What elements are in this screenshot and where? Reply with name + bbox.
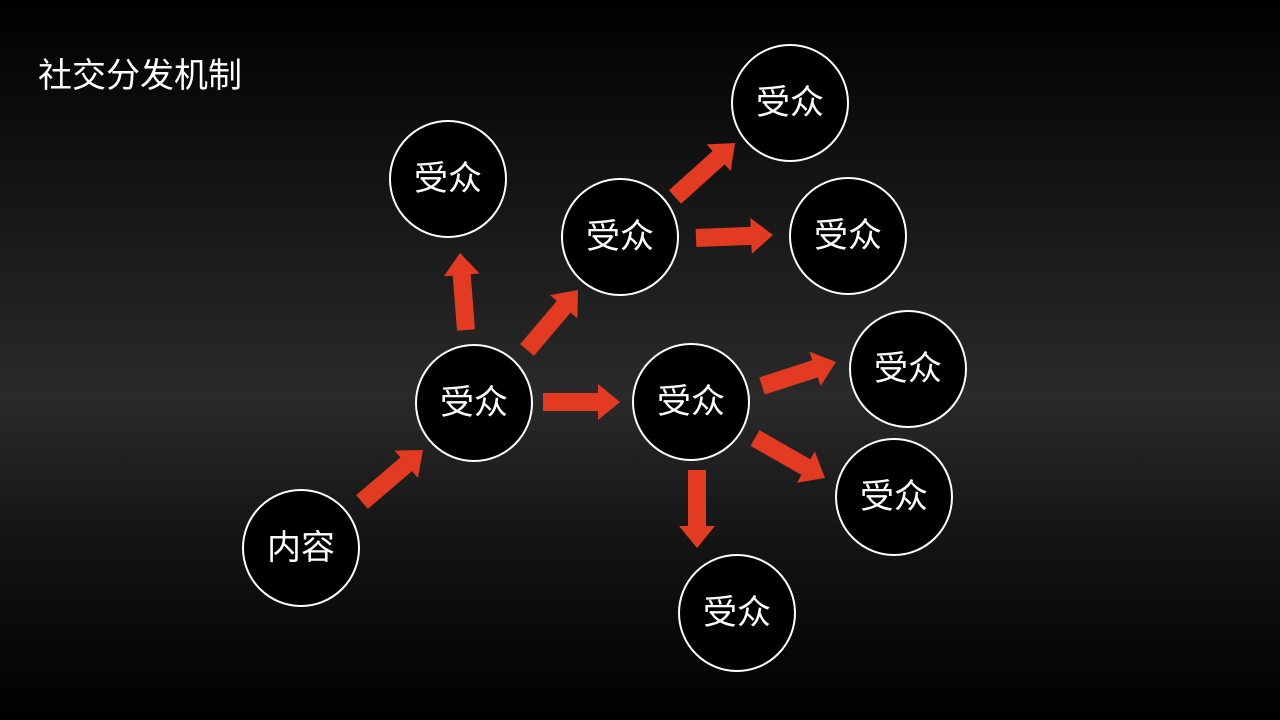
node-e-circle bbox=[789, 177, 907, 295]
arrow-a-to-f bbox=[543, 384, 620, 420]
slide-title: 社交分发机制 bbox=[38, 56, 242, 96]
arrow-content-to-a bbox=[356, 450, 423, 509]
arrow-f-to-i bbox=[679, 470, 715, 548]
node-e-label: 受众 bbox=[814, 216, 882, 256]
node-c-circle bbox=[561, 178, 679, 296]
node-i-circle bbox=[678, 554, 796, 672]
node-f-label: 受众 bbox=[657, 382, 725, 422]
node-b-label: 受众 bbox=[414, 159, 482, 199]
node-b-circle bbox=[389, 120, 507, 238]
arrow-a-to-b bbox=[443, 253, 480, 331]
node-f-circle bbox=[632, 343, 750, 461]
node-a-label: 受众 bbox=[440, 383, 508, 423]
node-c-label: 受众 bbox=[586, 217, 654, 257]
node-g-label: 受众 bbox=[874, 349, 942, 389]
node-content-label: 内容 bbox=[267, 528, 335, 568]
node-g-circle bbox=[849, 310, 967, 428]
node-d-label: 受众 bbox=[756, 83, 824, 123]
arrow-a-to-c bbox=[520, 290, 578, 356]
node-h-circle bbox=[835, 438, 953, 556]
arrow-f-to-g bbox=[759, 351, 836, 395]
node-h-label: 受众 bbox=[860, 477, 928, 517]
node-i-label: 受众 bbox=[703, 593, 771, 633]
node-content-circle bbox=[242, 489, 360, 607]
arrow-c-to-e bbox=[695, 217, 773, 254]
node-a-circle bbox=[415, 344, 533, 462]
arrow-c-to-d bbox=[668, 143, 735, 204]
node-d-circle bbox=[731, 44, 849, 162]
arrow-f-to-h bbox=[750, 430, 825, 483]
